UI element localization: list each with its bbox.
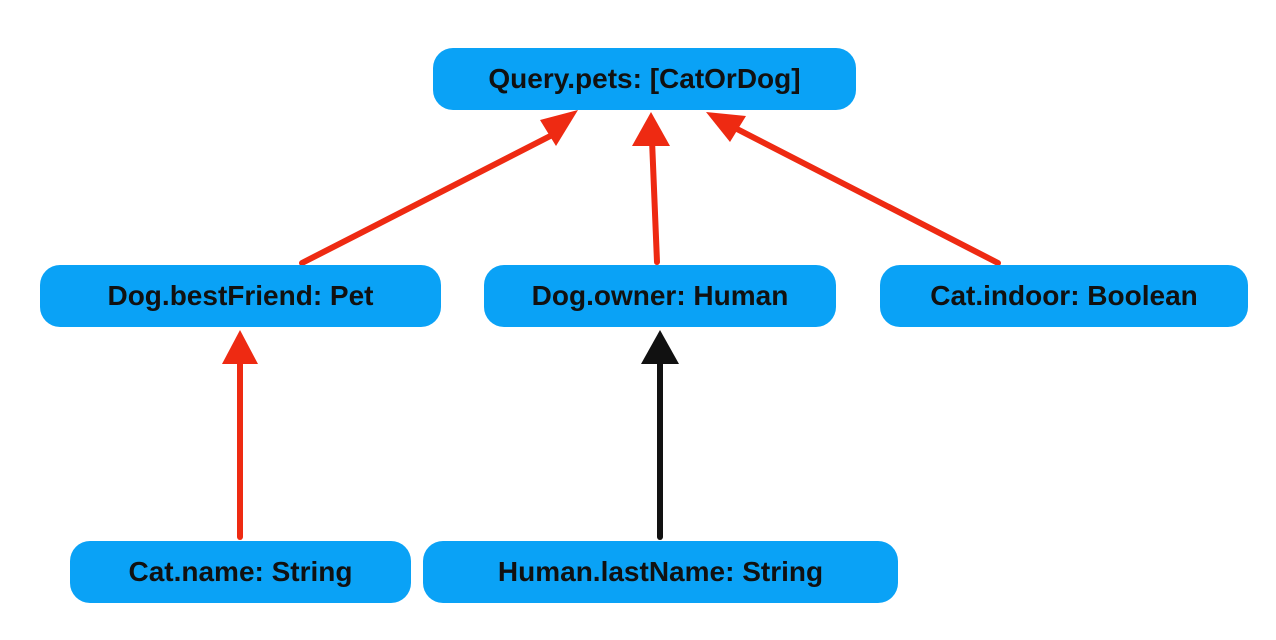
node-dog-owner: Dog.owner: Human [484, 265, 836, 327]
node-dog-best-friend: Dog.bestFriend: Pet [40, 265, 441, 327]
node-label: Human.lastName: String [497, 556, 824, 587]
arrowhead-icon [641, 330, 679, 364]
node-label: Dog.owner: Human [531, 280, 789, 311]
node-label: Dog.bestFriend: Pet [107, 280, 374, 311]
edge-owner-to-query [632, 112, 670, 265]
edge-indoor-to-query [706, 112, 1001, 266]
arrowhead-icon [540, 110, 578, 146]
node-label: Cat.name: String [128, 556, 353, 587]
node-cat-indoor: Cat.indoor: Boolean [880, 265, 1248, 327]
arrowhead-icon [706, 112, 746, 142]
edge-lastname-to-owner [641, 330, 679, 540]
node-query-pets: Query.pets: [CatOrDog] [433, 48, 856, 110]
arrowhead-icon [632, 112, 670, 146]
arrowhead-icon [222, 330, 258, 364]
node-label: Query.pets: [CatOrDog] [488, 63, 801, 94]
edge-catname-to-bestfriend [222, 330, 258, 540]
node-cat-name: Cat.name: String [70, 541, 411, 603]
edge-bestfriend-to-query [299, 110, 578, 266]
node-label: Cat.indoor: Boolean [930, 280, 1198, 311]
node-human-last-name: Human.lastName: String [423, 541, 898, 603]
